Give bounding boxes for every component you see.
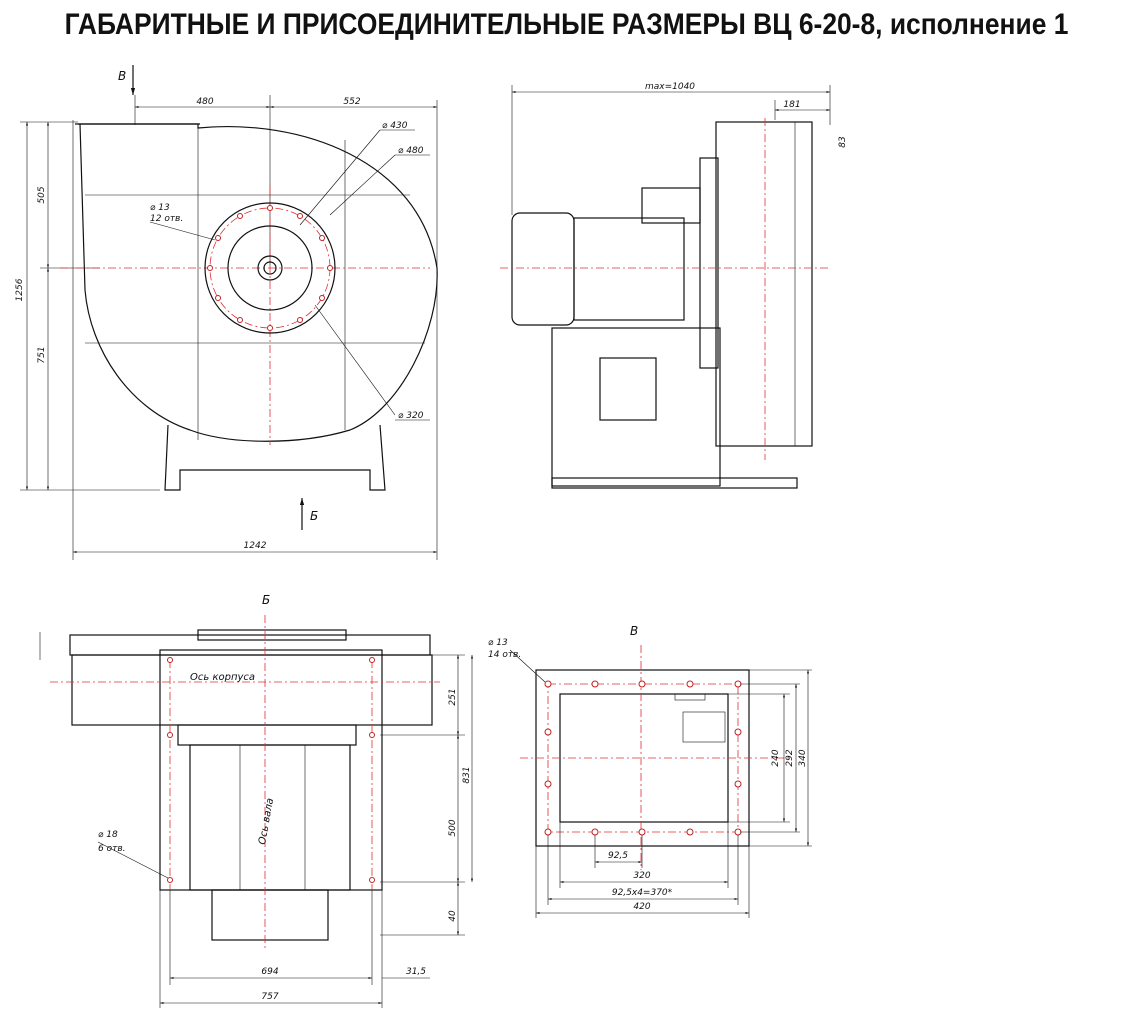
dim-40: 40 (448, 910, 458, 922)
flange-view: В ⌀ 13 14 отв. (488, 624, 812, 918)
dim-751: 751 (37, 346, 47, 363)
dim-552: 552 (343, 97, 360, 107)
flange-hole-count: 14 отв. (488, 650, 521, 660)
side-view: max=1040 181 83 (500, 82, 848, 489)
bottom-hole-diam: ⌀ 18 (98, 830, 118, 840)
flange-hole-diam: ⌀ 13 (488, 638, 508, 648)
dim-1256: 1256 (15, 278, 25, 301)
dim-320: 320 (633, 871, 650, 881)
front-hole-diam: ⌀ 13 (150, 203, 170, 213)
axis-housing-label: Ось корпуса (190, 672, 255, 683)
bottom-view: Б Ось корпуса Ось вала ⌀ 18 6 отв. (39, 593, 474, 1008)
arrow-v-label: В (118, 69, 126, 83)
dim-340: 340 (798, 749, 808, 766)
drawing-title: ГАБАРИТНЫЕ И ПРИСОЕДИНИТЕЛЬНЫЕ РАЗМЕРЫ В… (64, 8, 1069, 41)
dim-1242: 1242 (244, 541, 267, 551)
axis-shaft-label: Ось вала (257, 797, 276, 845)
diam-480: ⌀ 480 (398, 146, 424, 156)
dim-480: 480 (196, 97, 213, 107)
dim-92-5: 92,5 (608, 851, 628, 861)
dim-31-5: 31,5 (406, 967, 426, 977)
dim-83: 83 (838, 136, 848, 148)
front-view: 1242 480 552 1256 505 751 В Б (15, 65, 438, 560)
dim-505: 505 (37, 186, 47, 203)
arrow-b-label: Б (310, 509, 318, 523)
flange-view-title: В (630, 624, 638, 638)
dim-240: 240 (771, 749, 781, 766)
diam-320: ⌀ 320 (398, 411, 424, 421)
dim-831: 831 (462, 766, 472, 783)
bottom-holes (167, 657, 375, 883)
front-stand (164, 424, 386, 491)
dim-694: 694 (261, 967, 278, 977)
dim-181: 181 (783, 100, 800, 110)
front-flange-holes (207, 205, 333, 331)
bottom-view-title: Б (262, 593, 270, 607)
dim-max-1040: max=1040 (645, 82, 695, 92)
diam-430: ⌀ 430 (382, 121, 408, 131)
bottom-hole-count: 6 отв. (98, 844, 126, 854)
dim-420: 420 (633, 902, 650, 912)
dim-757: 757 (261, 992, 278, 1002)
housing-outline (78, 123, 438, 442)
dim-370: 92,5x4=370* (612, 888, 673, 898)
dim-292: 292 (785, 749, 795, 766)
dim-500: 500 (448, 819, 458, 836)
front-hole-count: 12 отв. (150, 214, 183, 224)
dim-251: 251 (448, 688, 458, 705)
flange-holes (544, 680, 742, 836)
